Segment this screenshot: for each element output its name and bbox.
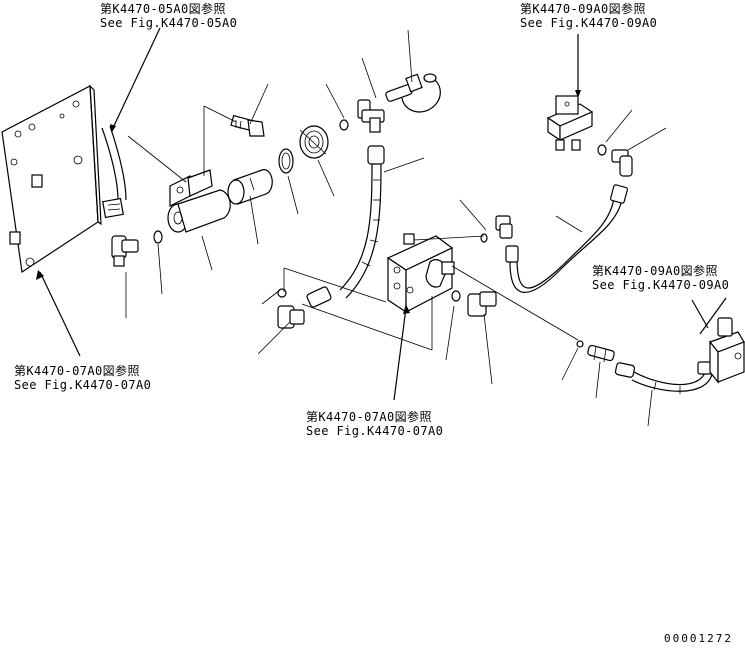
o-ring-left: [153, 230, 163, 244]
ref-label-k4470-07a0-left: 第K4470-07A0図参照 See Fig.K4470-07A0: [14, 364, 151, 392]
block-upper-right: [546, 95, 594, 151]
hose-right-upper: [505, 184, 628, 293]
document-id: 00001272: [664, 632, 733, 645]
ref-label-en: See Fig.K4470-09A0: [592, 278, 730, 292]
ref-label-jp: 第K4470-05A0図参照: [100, 2, 226, 16]
block-lower-right: [709, 317, 745, 384]
ref-label-en: See Fig.K4470-07A0: [14, 378, 152, 392]
o-ring-top: [339, 119, 349, 131]
o-ring-right: [576, 340, 584, 348]
ref-label-k4470-09a0-top: 第K4470-09A0図参照 See Fig.K4470-09A0: [520, 2, 657, 30]
hose-right-lower: [614, 361, 713, 394]
ref-label-jp: 第K4470-07A0図参照: [306, 410, 432, 424]
ref-label-en: See Fig.K4470-05A0: [100, 16, 238, 30]
o-ring-upper-right: [597, 144, 607, 156]
ref-label-k4470-05a0: 第K4470-05A0図参照 See Fig.K4470-05A0: [100, 2, 237, 30]
hose-upper-left: [101, 125, 127, 219]
elbow-fitting-upper-right: [611, 149, 633, 177]
threaded-plug: [299, 125, 329, 159]
o-ring-mid: [278, 148, 294, 174]
ref-label-en: See Fig.K4470-09A0: [520, 16, 658, 30]
ref-label-jp: 第K4470-09A0図参照: [520, 2, 646, 16]
o-ring-upper: [480, 233, 488, 243]
ref-label-jp: 第K4470-07A0図参照: [14, 364, 140, 378]
filter-cartridge: [227, 169, 273, 205]
connector-clamp: [385, 73, 441, 113]
valve-body: [167, 169, 231, 233]
union-fitting: [587, 344, 615, 363]
ref-label-en: See Fig.K4470-07A0: [306, 424, 444, 438]
manifold-block: [386, 233, 455, 314]
ref-label-k4470-09a0-right: 第K4470-09A0図参照 See Fig.K4470-09A0: [592, 264, 729, 292]
elbow-fitting-left: [111, 235, 139, 267]
o-ring-manifold: [451, 290, 461, 302]
elbow-fitting-top: [357, 99, 385, 133]
bolt: [230, 114, 265, 137]
mounting-plate: [1, 84, 102, 274]
elbow-fitting-upper: [495, 215, 513, 239]
ref-label-k4470-07a0-center: 第K4470-07A0図参照 See Fig.K4470-07A0: [306, 410, 443, 438]
hose-center: [306, 145, 385, 308]
ref-label-jp: 第K4470-09A0図参照: [592, 264, 718, 278]
elbow-fitting-manifold: [467, 291, 497, 317]
leader-lines: [36, 27, 727, 427]
elbow-fitting-lower: [277, 305, 305, 329]
